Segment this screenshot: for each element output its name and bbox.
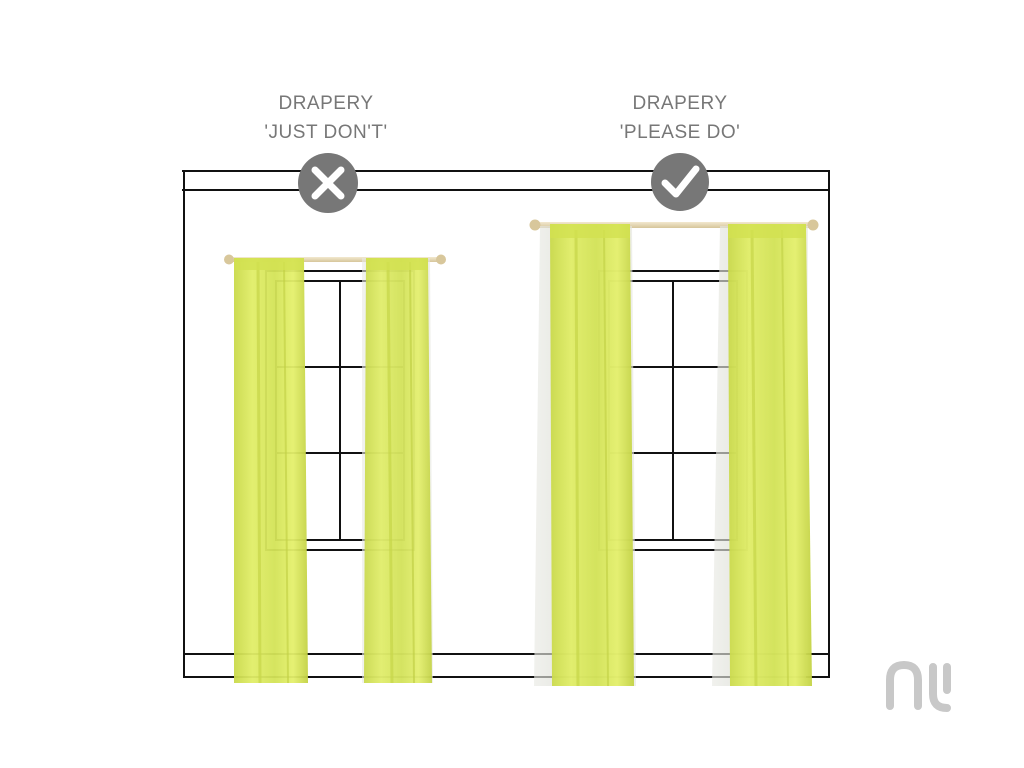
right-caption-heading: DRAPERY bbox=[632, 93, 728, 114]
left-window-right-curtain bbox=[362, 258, 433, 684]
right-caption: DRAPERY 'PLEASE DO' bbox=[550, 89, 810, 147]
right-caption-verdict: 'PLEASE DO' bbox=[619, 122, 741, 143]
x-mark-icon bbox=[298, 153, 358, 213]
left-caption: DRAPERY 'JUST DON'T' bbox=[196, 89, 456, 147]
left-caption-heading: DRAPERY bbox=[278, 93, 374, 114]
left-caption-verdict: 'JUST DON'T' bbox=[264, 122, 388, 143]
brand-logo-icon bbox=[886, 660, 951, 712]
left-window-left-curtain bbox=[234, 258, 308, 684]
right-window-right-curtain bbox=[712, 224, 812, 687]
check-mark-icon bbox=[651, 153, 709, 211]
right-window-left-curtain bbox=[534, 224, 636, 687]
